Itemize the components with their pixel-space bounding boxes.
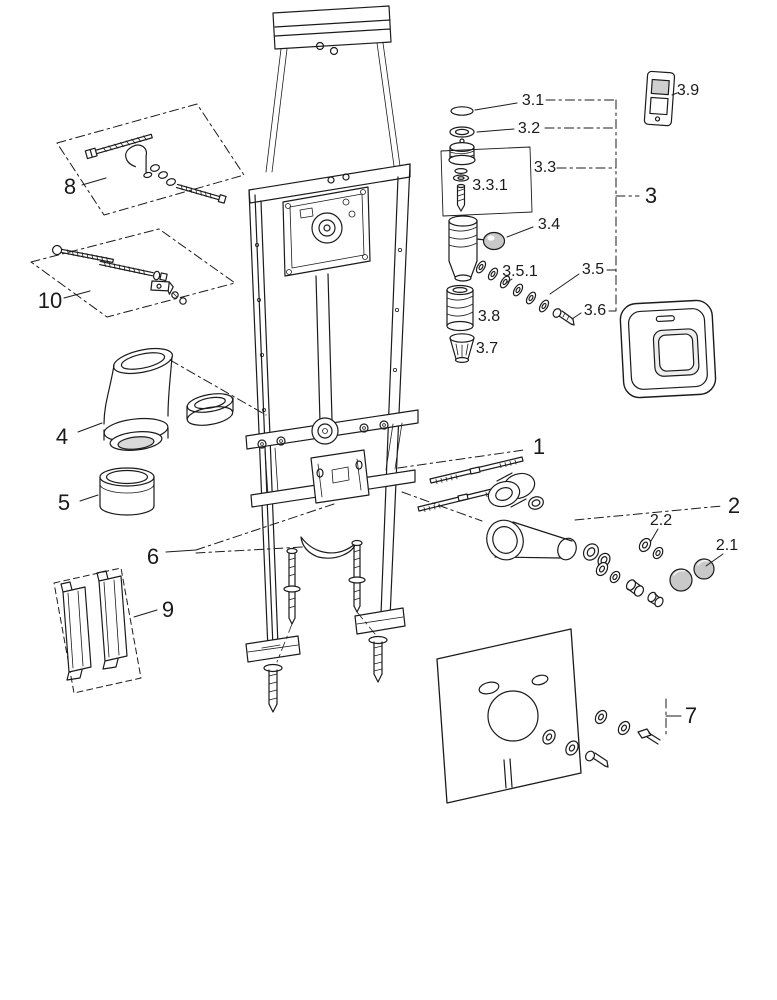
small-screw xyxy=(552,308,575,326)
part-label-3-9: 3.9 xyxy=(676,82,700,99)
part-4-elbow xyxy=(103,347,174,451)
float-knob xyxy=(482,231,506,251)
wall-hook xyxy=(125,144,153,179)
part-label-6: 6 xyxy=(146,544,160,569)
part-label-2-1: 2.1 xyxy=(715,537,739,554)
part-4-gasket-ring xyxy=(186,393,234,426)
part-label-2: 2 xyxy=(727,493,741,518)
pipe-coupling xyxy=(311,417,339,445)
part-8-assembly xyxy=(56,103,245,216)
part-9-brackets xyxy=(53,567,142,694)
seal-ring xyxy=(449,126,475,138)
angle-bracket xyxy=(150,280,174,295)
part-label-3-3-1: 3.3.1 xyxy=(472,177,508,194)
part-label-1: 1 xyxy=(532,434,546,459)
foot-plate xyxy=(354,607,406,683)
mat-hole xyxy=(487,690,539,742)
part-label-10: 10 xyxy=(37,288,63,313)
part-3-fill-valve-assembly xyxy=(440,106,575,364)
mounting-strap xyxy=(60,581,92,681)
part-label-3-7: 3.7 xyxy=(475,340,499,357)
part-10-assembly xyxy=(30,228,236,318)
part-label-4: 4 xyxy=(55,424,69,449)
pipe-clamp xyxy=(300,536,357,559)
part-label-3-4: 3.4 xyxy=(537,216,561,233)
part-label-8: 8 xyxy=(63,174,77,199)
outlet-cone xyxy=(449,333,475,364)
part-label-9: 9 xyxy=(161,597,175,622)
bolt xyxy=(637,728,661,745)
fixing-screw xyxy=(283,547,301,625)
part-3-9-plate-icon xyxy=(643,70,676,127)
hanger-bolt xyxy=(84,133,153,160)
part-label-3-5-1: 3.5.1 xyxy=(502,263,538,280)
part-2-flush-pipe-parts xyxy=(486,519,715,608)
leader-lines xyxy=(63,92,724,736)
clip-ring xyxy=(450,106,474,116)
screw xyxy=(584,750,609,768)
part-label-3-3: 3.3 xyxy=(533,159,557,176)
flush-plate xyxy=(619,299,717,399)
part-label-3-8: 3.8 xyxy=(477,308,501,325)
insulation-mat xyxy=(436,628,582,804)
threaded-rod xyxy=(175,183,227,204)
frame-assembly xyxy=(245,5,419,713)
part-5-seal xyxy=(99,467,155,516)
wall-bracket xyxy=(265,5,401,173)
cap-nut xyxy=(647,591,664,608)
threaded-rod xyxy=(99,260,168,282)
part-label-3-6: 3.6 xyxy=(583,302,607,319)
part-7-sound-insulation-set xyxy=(436,628,661,804)
part-label-3-1: 3.1 xyxy=(521,92,545,109)
bowl-bracket xyxy=(310,449,370,504)
foot-plate xyxy=(245,635,301,713)
part-label-3: 3 xyxy=(644,183,658,208)
eye-rod xyxy=(51,244,114,264)
flush-bend-pipe xyxy=(315,273,333,423)
cap-nut xyxy=(625,579,645,597)
part-1-inlet-parts xyxy=(417,456,544,512)
subgroup-box xyxy=(440,146,533,217)
valve-body xyxy=(448,215,478,227)
part-label-7: 7 xyxy=(684,703,698,728)
outlet-cylinder xyxy=(446,284,474,332)
part-label-3-2: 3.2 xyxy=(517,120,541,137)
part-label-3-5: 3.5 xyxy=(581,261,605,278)
washer-chain xyxy=(475,260,550,313)
mounting-strap xyxy=(96,570,128,670)
cistern-unit xyxy=(282,173,371,277)
dome-cap xyxy=(669,568,693,592)
part-label-5: 5 xyxy=(57,490,71,515)
fixing-screw xyxy=(348,539,366,613)
part-label-2-2: 2.2 xyxy=(649,512,673,529)
